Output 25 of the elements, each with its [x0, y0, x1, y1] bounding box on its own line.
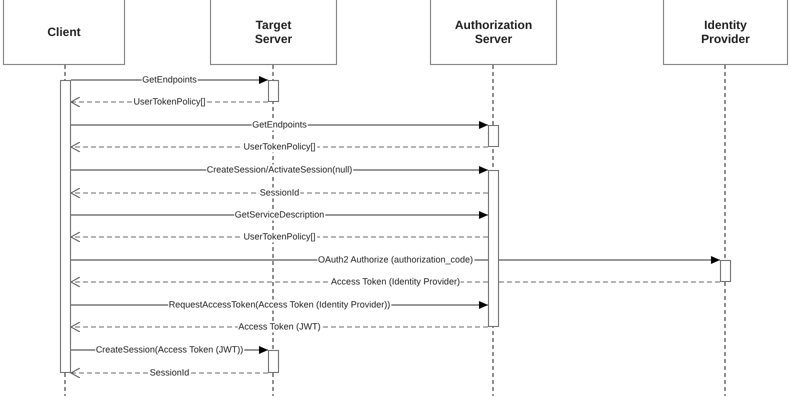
edge-label: Access Token (JWT): [237, 322, 322, 332]
edge-label: Access Token (Identity Provider): [330, 276, 461, 288]
edge-label: RequestAccessToken(Access Token (Identity Provider)): [168, 300, 392, 310]
activation-bar: [268, 350, 279, 373]
participant-box: Identity Provider: [663, 0, 788, 65]
edge-label: GetEndpoints: [251, 120, 308, 130]
edge-label: GetServiceDescription: [234, 210, 326, 220]
edge-label: CreateSession(Access Token (JWT)): [94, 344, 244, 356]
activation-bar: [488, 170, 499, 327]
return-arrow: [70, 188, 488, 198]
participant-box: Client: [3, 0, 125, 65]
edge-label: SessionId: [258, 188, 300, 198]
participant-box: Target Server: [210, 0, 337, 65]
activation-bar: [268, 80, 279, 102]
activation-bar: [720, 260, 731, 282]
edge-label: UserTokenPolicy[]: [242, 142, 317, 152]
edge-label: SessionId: [148, 368, 190, 378]
activation-bar: [60, 80, 71, 373]
participant-box: Authorization Server: [430, 0, 557, 65]
edge-label: UserTokenPolicy[]: [242, 232, 317, 242]
edge-label: CreateSession/ActivateSession(null): [206, 164, 354, 176]
edge-label: UserTokenPolicy[]: [132, 96, 207, 108]
edge-label: GetEndpoints: [141, 74, 198, 86]
activation-bar: [488, 125, 499, 147]
edge-label: OAuth2 Authorize (authorization_code): [316, 254, 474, 266]
